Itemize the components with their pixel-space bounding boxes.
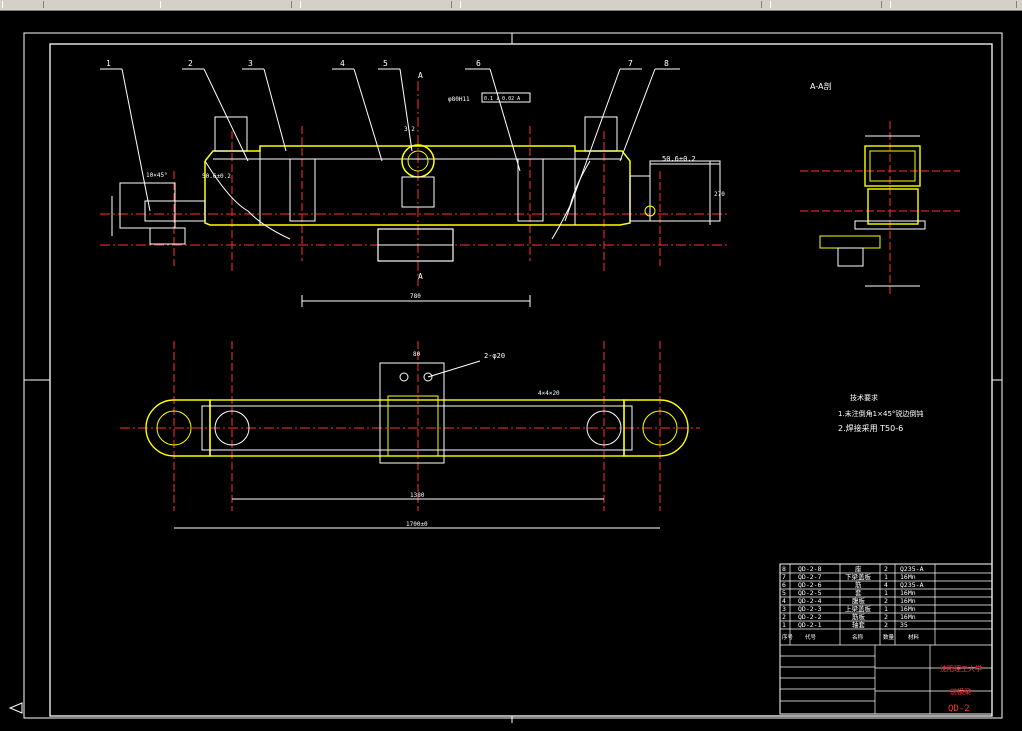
school-name: 沈阳理工大学 bbox=[940, 664, 982, 673]
dim-hole-spacing: 80 bbox=[413, 351, 421, 358]
bom-row-4-qty: 2 bbox=[884, 597, 888, 605]
bom-row-1-code: QD-2-1 bbox=[798, 621, 822, 629]
bom-row-3-code: QD-2-3 bbox=[798, 605, 822, 613]
bom-row-8-qty: 2 bbox=[884, 565, 888, 573]
cad-toolbar bbox=[0, 0, 1022, 11]
bom-row-6-code: QD-2-6 bbox=[798, 581, 822, 589]
bom-row-5-name: 套 bbox=[855, 588, 862, 597]
dim-chamfer: 10×45° bbox=[146, 172, 168, 179]
bom-row-7-code: QD-2-7 bbox=[798, 573, 822, 581]
dim-bore: φ80H11 bbox=[448, 96, 470, 103]
dim-overall: 1700±0 bbox=[406, 521, 428, 528]
bom-header-code: 代号 bbox=[805, 633, 817, 641]
bom-table: 8 QD-2-8 座 2 Q235-A 7 QD-2-7 下梁盖板 1 16Mn… bbox=[782, 564, 924, 641]
bom-header-qty: 数量 bbox=[883, 633, 895, 641]
bom-row-7-name: 下梁盖板 bbox=[845, 572, 872, 581]
bom-row-6-no: 6 bbox=[782, 581, 786, 589]
section-mark-top: A bbox=[418, 71, 423, 80]
bom-row-1-no: 1 bbox=[782, 621, 786, 629]
bom-header-no: 序号 bbox=[782, 633, 794, 641]
bom-row-4-code: QD-2-4 bbox=[798, 597, 822, 605]
bom-row-8-code: QD-2-8 bbox=[798, 565, 822, 573]
balloon-4: 4 bbox=[340, 59, 345, 68]
dim-keyway: 4×4×20 bbox=[538, 390, 560, 397]
balloon-7: 7 bbox=[628, 59, 633, 68]
balloon-6: 6 bbox=[476, 59, 481, 68]
bom-row-3-no: 3 bbox=[782, 605, 786, 613]
bom-row-1-qty: 2 bbox=[884, 621, 888, 629]
bom-row-2-name: 筋板 bbox=[852, 612, 866, 621]
bom-row-5-qty: 1 bbox=[884, 589, 888, 597]
bom-row-5-code: QD-2-5 bbox=[798, 589, 822, 597]
title-block: 8 QD-2-8 座 2 Q235-A 7 QD-2-7 下梁盖板 1 16Mn… bbox=[779, 563, 993, 715]
tech-req-line1: 1.未注倒角1×45°锐边倒钝 bbox=[838, 409, 923, 418]
ucs-icon bbox=[8, 702, 23, 714]
technical-requirements: 技术要求 1.未注倒角1×45°锐边倒钝 2.焊接采用 T50-6 bbox=[838, 393, 923, 433]
bom-row-8-no: 8 bbox=[782, 565, 786, 573]
inner-frame bbox=[49, 43, 993, 717]
balloon-2: 2 bbox=[188, 59, 193, 68]
bom-row-7-mat: 16Mn bbox=[900, 573, 916, 581]
toolbar-button[interactable] bbox=[300, 1, 452, 8]
geometric-tolerance: 0.1 ⊥ 0.02 A bbox=[484, 96, 520, 102]
bom-row-3-qty: 1 bbox=[884, 605, 888, 613]
toolbar-button[interactable] bbox=[160, 1, 292, 8]
bom-row-1-mat: 35 bbox=[900, 621, 908, 629]
balloon-3: 3 bbox=[248, 59, 253, 68]
bom-row-6-qty: 4 bbox=[884, 581, 888, 589]
bom-row-4-no: 4 bbox=[782, 597, 786, 605]
bom-header-name: 名称 bbox=[852, 633, 864, 641]
front-view: 780 270 50.6±0.2 50.6±0.2 10×45° φ80H11 … bbox=[100, 59, 728, 307]
part-name: 前横梁 bbox=[950, 687, 971, 696]
dim-inner: 1380 bbox=[410, 492, 425, 499]
dim-length: 780 bbox=[410, 293, 421, 300]
bom-row-2-mat: 16Mn bbox=[900, 613, 916, 621]
bom-row-5-no: 5 bbox=[782, 589, 786, 597]
section-view: A-A剖 bbox=[800, 81, 960, 296]
roughness: 3.2 bbox=[404, 126, 415, 133]
dim-left-offset: 50.6±0.2 bbox=[202, 173, 231, 180]
toolbar-button[interactable] bbox=[890, 1, 1017, 8]
balloon-8: 8 bbox=[664, 59, 669, 68]
dim-height: 270 bbox=[714, 191, 725, 198]
bom-row-5-mat: 16Mn bbox=[900, 589, 916, 597]
drawing-canvas[interactable]: 780 270 50.6±0.2 50.6±0.2 10×45° φ80H11 … bbox=[0, 11, 1022, 731]
bom-row-1-name: 轴套 bbox=[852, 620, 866, 629]
bom-row-2-no: 2 bbox=[782, 613, 786, 621]
balloon-1: 1 bbox=[106, 59, 111, 68]
bom-row-7-qty: 1 bbox=[884, 573, 888, 581]
tech-req-line2: 2.焊接采用 T50-6 bbox=[838, 423, 903, 433]
dim-holes: 2-φ20 bbox=[484, 352, 505, 360]
balloon-5: 5 bbox=[383, 59, 388, 68]
bom-row-4-name: 腹板 bbox=[852, 596, 866, 605]
bom-row-2-code: QD-2-2 bbox=[798, 613, 822, 621]
bom-row-8-mat: Q235-A bbox=[900, 565, 924, 573]
tech-req-title: 技术要求 bbox=[850, 393, 878, 402]
outer-frame bbox=[23, 32, 1003, 719]
bom-row-4-mat: 16Mn bbox=[900, 597, 916, 605]
cad-drawing: 780 270 50.6±0.2 50.6±0.2 10×45° φ80H11 … bbox=[8, 32, 1003, 723]
toolbar-button[interactable] bbox=[770, 1, 882, 8]
bom-row-7-no: 7 bbox=[782, 573, 786, 581]
toolbar-button[interactable] bbox=[2, 1, 44, 8]
bom-row-8-name: 座 bbox=[855, 564, 862, 573]
section-title: A-A剖 bbox=[810, 81, 831, 91]
dim-right-offset: 50.6±0.2 bbox=[662, 155, 696, 163]
bom-row-3-mat: 16Mn bbox=[900, 605, 916, 613]
bom-row-2-qty: 2 bbox=[884, 613, 888, 621]
bom-row-3-name: 上梁盖板 bbox=[845, 604, 872, 613]
bom-row-6-name: 筋 bbox=[855, 580, 862, 589]
bom-row-6-mat: Q235-A bbox=[900, 581, 924, 589]
toolbar-button[interactable] bbox=[460, 1, 762, 8]
section-mark-bottom: A bbox=[418, 272, 423, 281]
bom-header-mat: 材料 bbox=[908, 633, 920, 641]
top-view: 1380 1700±0 80 2-φ20 4×4×20 bbox=[120, 341, 700, 529]
drawing-number: QD-2 bbox=[948, 704, 970, 714]
